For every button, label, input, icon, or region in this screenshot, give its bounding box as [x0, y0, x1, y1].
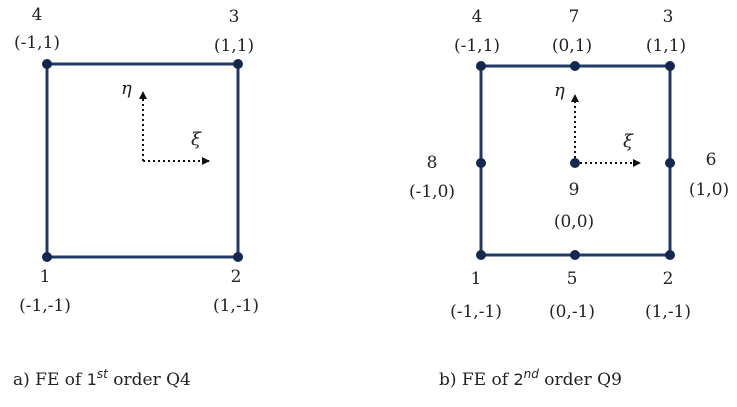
q4-caption: a) FE of 1st order Q4	[13, 367, 191, 390]
q4-node-3-coord: (1,1)	[214, 36, 254, 56]
q9-node-8-coord: (-1,0)	[409, 182, 455, 202]
q9-node-7-coord: (0,1)	[552, 36, 592, 56]
q4-node-2-number: 2	[231, 267, 242, 287]
q9-caption: b) FE of 2nd order Q9	[439, 367, 622, 390]
q9-node-8-number: 8	[427, 153, 438, 173]
q9-node-7-number: 7	[569, 7, 580, 27]
q4-node-4-coord: (-1,1)	[14, 33, 60, 53]
q9-node-4	[476, 61, 486, 71]
q9-eta-label: η	[554, 80, 565, 101]
q9-node-2	[665, 250, 675, 260]
q9-node-5-number: 5	[567, 269, 578, 289]
q9-node-5-coord: (0,-1)	[549, 302, 595, 322]
q9-node-8	[476, 158, 486, 168]
q9-xi-label: ξ	[623, 131, 634, 152]
q9-node-3-coord: (1,1)	[646, 36, 686, 56]
q4-node-4-number: 4	[32, 5, 43, 25]
q9-node-3	[665, 61, 675, 71]
q4-node-1-number: 1	[40, 267, 51, 287]
q9-node-9-number: 9	[569, 180, 580, 200]
q9-node-7	[570, 61, 580, 71]
q4-node-2-coord: (1,-1)	[213, 296, 259, 316]
q4-node-3-number: 3	[229, 7, 240, 27]
q4-node-1	[42, 252, 52, 262]
q9-node-5	[570, 250, 580, 260]
q4-element-border	[45, 62, 240, 259]
q9-node-3-number: 3	[663, 7, 674, 27]
q9-node-2-coord: (1,-1)	[645, 302, 691, 322]
q9-node-6	[665, 158, 675, 168]
q9-node-1-number: 1	[471, 269, 482, 289]
q4-node-1-coord: (-1,-1)	[19, 296, 71, 316]
q4-node-2	[233, 252, 243, 262]
q9-node-6-coord: (1,0)	[689, 180, 729, 200]
q9-node-4-coord: (-1,1)	[454, 36, 500, 56]
q9-node-9-coord: (0,0)	[554, 212, 594, 232]
q9-node-6-number: 6	[706, 150, 717, 170]
q4-panel: η ξ 1 (-1,-1) 2 (1,-1) 3 (1,1) 4 (-1,1) …	[13, 5, 259, 390]
q9-node-1	[476, 250, 486, 260]
q4-node-3	[233, 59, 243, 69]
q4-eta-label: η	[121, 78, 132, 99]
q4-node-4	[42, 59, 52, 69]
q9-panel: η ξ 1 (-1,-1) 2 (1,-1) 3 (1,1) 4 (-1,1) …	[409, 7, 729, 390]
q9-node-4-number: 4	[472, 7, 483, 27]
q4-xi-label: ξ	[191, 129, 202, 150]
q9-node-9	[570, 158, 580, 168]
q9-node-1-coord: (-1,-1)	[450, 302, 502, 322]
q9-node-2-number: 2	[663, 269, 674, 289]
